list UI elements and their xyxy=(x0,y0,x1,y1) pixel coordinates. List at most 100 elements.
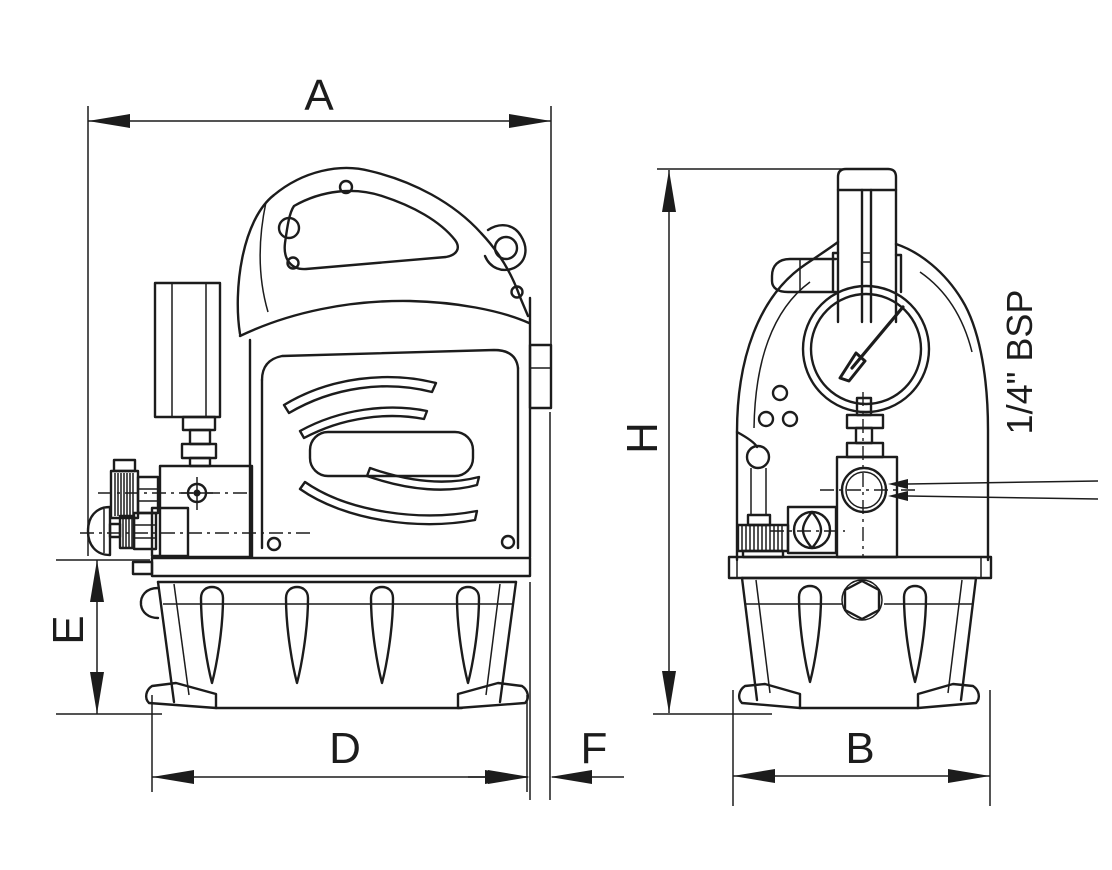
ball-knob-lens xyxy=(801,510,823,550)
tank-left-wall xyxy=(156,580,176,704)
dimension-b: B xyxy=(732,690,991,806)
tank-side-port xyxy=(139,586,160,620)
tank-right-wall xyxy=(498,580,518,704)
dome-inner-left xyxy=(753,281,811,429)
dimension-h: H xyxy=(618,168,846,715)
manifold-front xyxy=(736,392,918,559)
knurl-lines xyxy=(114,473,134,516)
label-plate xyxy=(308,430,475,478)
carry-handle xyxy=(236,166,530,336)
handle-screw-hole xyxy=(286,256,300,270)
tank-foot xyxy=(737,682,802,710)
relief-knob-cap xyxy=(112,458,137,473)
base-plate xyxy=(150,556,532,578)
handle-bolt-hole xyxy=(277,216,301,240)
gauge-face xyxy=(809,292,923,406)
filler-cap-top xyxy=(746,513,772,527)
valve-boss xyxy=(150,506,190,558)
dome-left xyxy=(735,240,840,562)
hex-drain-plug xyxy=(841,579,883,621)
handle-top-screw-hole xyxy=(338,179,354,195)
shroud-screw xyxy=(266,536,282,552)
handle-right-screw-hole xyxy=(510,285,524,299)
side-view xyxy=(80,166,553,710)
gauge-stem-collar xyxy=(181,415,217,432)
tank-slot xyxy=(902,584,928,684)
dimension-a: A xyxy=(87,71,552,556)
shoulder-tab xyxy=(770,257,838,294)
release-stem xyxy=(108,522,122,539)
knurl-lines xyxy=(741,526,783,550)
leader-line xyxy=(907,495,1099,500)
tank-slot xyxy=(199,585,225,685)
dim-label-h: H xyxy=(618,422,667,454)
motor-shroud xyxy=(238,296,553,559)
dome-inner-right xyxy=(919,271,973,353)
gauge-neck xyxy=(854,426,874,445)
arrowhead xyxy=(733,769,775,783)
handle-grip-opening xyxy=(283,189,459,271)
tank-slot xyxy=(455,585,481,685)
front-view xyxy=(727,167,993,710)
arrowhead xyxy=(948,769,990,783)
gauge-needle xyxy=(850,305,905,370)
handle-right-ear xyxy=(483,224,527,272)
dimension-d: D xyxy=(151,695,528,792)
body-front xyxy=(735,240,990,562)
tank-slot xyxy=(284,585,310,685)
gauge-nut xyxy=(845,413,885,430)
valve-block xyxy=(158,464,254,559)
vent-hole xyxy=(781,410,799,428)
base-plate-end xyxy=(131,560,154,576)
cord-wrap-tab xyxy=(528,343,553,410)
gauge-body-side xyxy=(153,281,222,419)
gauge-stem-nut xyxy=(180,442,218,460)
dim-label-e: E xyxy=(44,615,93,644)
cover-edge xyxy=(735,430,759,449)
arrowhead xyxy=(152,770,194,784)
dimension-f: F xyxy=(468,412,624,800)
handle-ear-divider xyxy=(259,201,269,313)
arrowhead xyxy=(90,672,104,714)
arrowhead xyxy=(488,770,530,784)
pressure-gauge-front xyxy=(801,284,931,459)
tank-slot xyxy=(369,585,395,685)
breather-boss xyxy=(745,444,771,470)
tank-foot xyxy=(916,682,981,710)
port-size-label: 1/4" BSP xyxy=(999,290,1040,435)
vent-slot xyxy=(298,480,479,526)
dimension-e: E xyxy=(44,559,162,715)
release-hex-fitting xyxy=(132,511,158,551)
tank-foot xyxy=(144,681,218,710)
shroud-screw xyxy=(500,534,516,550)
ball-knob xyxy=(792,510,832,550)
dim-label-b: B xyxy=(845,724,874,773)
gauge-bezel xyxy=(801,284,931,414)
vent-slot xyxy=(298,406,429,440)
handle-outline xyxy=(236,166,530,336)
vent-hole xyxy=(757,410,775,428)
reservoir-front xyxy=(727,555,993,710)
tank-foot xyxy=(456,681,530,710)
arrowhead xyxy=(662,671,676,713)
vent-slot xyxy=(365,466,481,491)
dim-label-f: F xyxy=(581,724,608,773)
tank-slot xyxy=(797,584,823,684)
dim-label-a: A xyxy=(304,71,334,120)
leader-line xyxy=(907,480,1099,485)
handle-right-bolt-hole xyxy=(493,235,519,261)
handle-collar-left xyxy=(831,251,840,294)
gauge-needle-hub xyxy=(838,351,867,383)
gauge-stem-neck xyxy=(188,428,212,446)
handle-front xyxy=(770,167,903,324)
arrowhead xyxy=(90,560,104,602)
arrowhead xyxy=(88,114,130,128)
handle-collar-right xyxy=(894,253,903,294)
dim-label-d: D xyxy=(329,724,361,773)
base-plate-front xyxy=(727,555,993,580)
arrowhead xyxy=(662,170,676,212)
tank-left-wall xyxy=(740,576,759,702)
port-callout: 1/4" BSP xyxy=(888,290,1099,501)
